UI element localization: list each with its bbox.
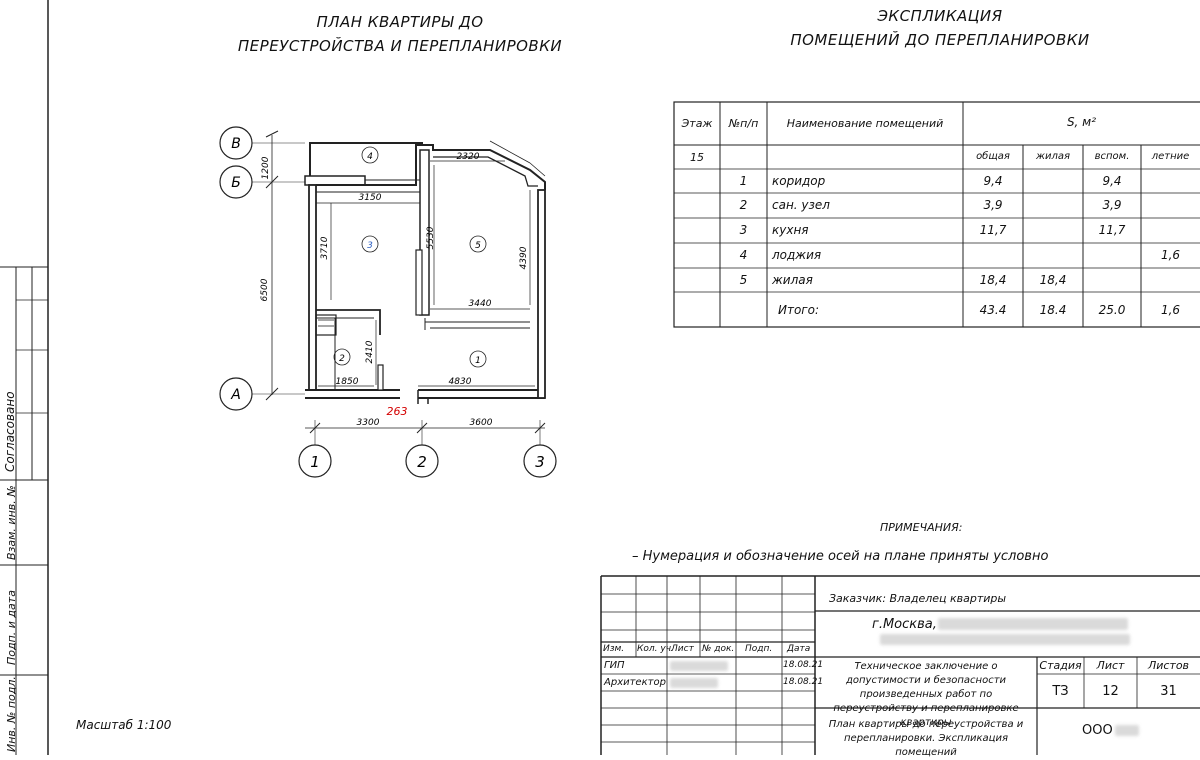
architect-name-redacted bbox=[670, 678, 718, 688]
col-floor-header: Этаж bbox=[681, 117, 713, 130]
stamp-date-gip: 18.08.21 bbox=[783, 660, 824, 670]
stamp-doc-title: Техническое заключение о допустимости и … bbox=[833, 661, 1019, 728]
stamp-col-date: Дата bbox=[787, 644, 811, 654]
row-total: 9,4 bbox=[983, 174, 1003, 188]
row-name: жилая bbox=[772, 273, 813, 287]
plan-title: ПЛАН КВАРТИРЫ ДО ПЕРЕУСТРОЙСТВА И ПЕРЕПЛ… bbox=[237, 13, 563, 55]
stamp-stage-label: Стадия bbox=[1039, 659, 1082, 672]
axis-2-label: 2 bbox=[417, 453, 427, 471]
col-aux-header: вспом. bbox=[1094, 151, 1130, 162]
stamp-col-izm: Изм. bbox=[603, 644, 625, 654]
totals-summer: 1,6 bbox=[1160, 303, 1181, 317]
row-num: 2 bbox=[739, 198, 748, 212]
axis-3-label: 3 bbox=[535, 453, 545, 471]
explication-table-grid bbox=[673, 101, 1200, 328]
stamp-sheet-title: План квартиры до переустройства и перепл… bbox=[828, 719, 1024, 758]
stamp-role-architect: Архитектор bbox=[604, 677, 666, 688]
totals-total: 43.4 bbox=[979, 303, 1007, 317]
row-num: 5 bbox=[739, 273, 748, 287]
stamp-sheet-label: Лист bbox=[1096, 659, 1125, 672]
address-line2-redacted bbox=[880, 634, 1130, 645]
stamp-col-kol: Кол. уч. bbox=[637, 644, 674, 654]
dim-3710: 3710 bbox=[320, 236, 330, 259]
stamp-org: ООО bbox=[1082, 723, 1113, 738]
dim-4390: 4390 bbox=[519, 246, 529, 269]
notes-title: ПРИМЕЧАНИЯ: bbox=[880, 521, 963, 534]
row-num: 1 bbox=[739, 174, 748, 188]
row-total: 11,7 bbox=[979, 223, 1007, 237]
dim-263: 263 bbox=[387, 405, 408, 418]
gip-name-redacted bbox=[670, 661, 728, 671]
col-num-header: №п/п bbox=[728, 117, 759, 130]
row-name: коридор bbox=[772, 174, 826, 188]
col-area-header: S, м² bbox=[1066, 115, 1097, 129]
dim-2410: 2410 bbox=[365, 340, 375, 363]
stamp-role-gip: ГИП bbox=[604, 660, 625, 671]
dim-3150: 3150 bbox=[359, 193, 382, 203]
stamp-city: г.Москва, bbox=[872, 617, 937, 632]
row-aux: 11,7 bbox=[1098, 223, 1126, 237]
floor-plan: В Б А 1 2 3 4 3 5 2 1 1200 6500 3150 232… bbox=[219, 126, 557, 478]
axis-1-label: 1 bbox=[310, 453, 320, 471]
address-redacted bbox=[938, 618, 1128, 630]
stamp-col-podp: Подп. bbox=[745, 644, 773, 654]
col-living-header: жилая bbox=[1035, 151, 1071, 162]
stamp-date-architect: 18.08.21 bbox=[783, 677, 824, 687]
row-total: 3,9 bbox=[983, 198, 1003, 212]
room-2-number: 2 bbox=[339, 354, 345, 364]
row-summer: 1,6 bbox=[1160, 248, 1181, 262]
axis-a-label: А bbox=[230, 387, 241, 403]
row-living: 18,4 bbox=[1039, 273, 1067, 287]
stamp-sheets-label: Листов bbox=[1147, 659, 1190, 672]
stamp-stage: ТЗ bbox=[1052, 684, 1069, 699]
totals-living: 18.4 bbox=[1039, 303, 1067, 317]
note-item: – Нумерация и обозначение осей на плане … bbox=[632, 549, 1049, 564]
dim-3300: 3300 bbox=[357, 418, 380, 428]
col-name-header: Наименование помещений bbox=[786, 117, 944, 130]
dim-4830: 4830 bbox=[449, 377, 472, 387]
totals-label: Итого: bbox=[778, 303, 819, 317]
dim-3600: 3600 bbox=[470, 418, 493, 428]
col-total-header: общая bbox=[976, 151, 1010, 162]
dim-6500: 6500 bbox=[260, 278, 270, 301]
totals-aux: 25.0 bbox=[1098, 303, 1126, 317]
dim-1850: 1850 bbox=[336, 377, 359, 387]
row-aux: 9,4 bbox=[1102, 174, 1122, 188]
scale-label: Масштаб 1:100 bbox=[76, 718, 172, 732]
axis-b-label: Б bbox=[231, 175, 241, 191]
floor-value: 15 bbox=[690, 151, 704, 164]
room-4-number: 4 bbox=[367, 152, 373, 162]
axis-v-label: В bbox=[231, 136, 241, 152]
row-num: 4 bbox=[739, 248, 748, 262]
row-num: 3 bbox=[739, 223, 748, 237]
row-total: 18,4 bbox=[979, 273, 1007, 287]
row-name: лоджия bbox=[772, 248, 822, 262]
dim-3440: 3440 bbox=[469, 299, 492, 309]
org-name-redacted bbox=[1115, 725, 1139, 736]
dim-5530: 5530 bbox=[426, 226, 436, 249]
row-name: кухня bbox=[772, 223, 809, 237]
stamp-col-list: Лист bbox=[671, 644, 694, 654]
explication-title: ЭКСПЛИКАЦИЯ ПОМЕЩЕНИЙ ДО ПЕРЕПЛАНИРОВКИ bbox=[790, 7, 1090, 49]
stamp-sheets: 31 bbox=[1160, 684, 1177, 699]
stamp-customer: Заказчик: Владелец квартиры bbox=[829, 592, 1007, 605]
row-name: сан. узел bbox=[772, 198, 830, 212]
room-3-number: 3 bbox=[367, 241, 373, 251]
stamp-col-doc: № док. bbox=[702, 644, 735, 654]
room-5-number: 5 bbox=[475, 241, 481, 251]
stamp-sheet: 12 bbox=[1102, 684, 1119, 699]
room-1-number: 1 bbox=[475, 356, 481, 366]
dim-1200: 1200 bbox=[261, 156, 271, 179]
row-aux: 3,9 bbox=[1102, 198, 1122, 212]
col-summer-header: летние bbox=[1151, 151, 1190, 162]
dim-2320: 2320 bbox=[457, 152, 480, 162]
